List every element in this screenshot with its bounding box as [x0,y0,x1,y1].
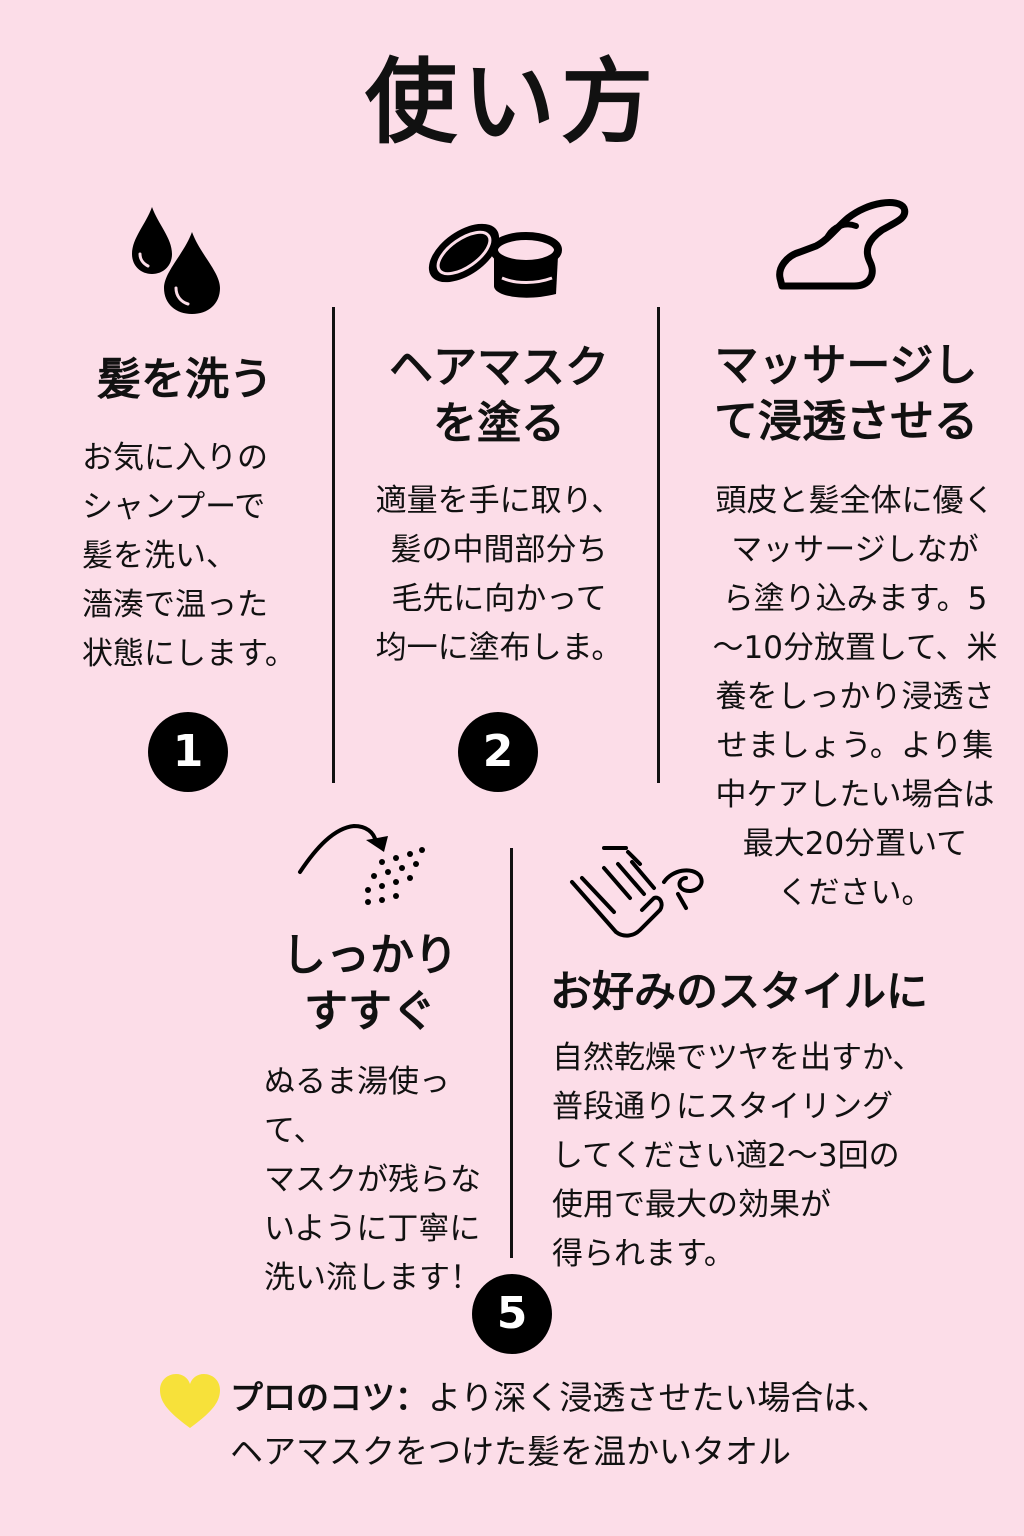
step-4-body-line: マスクが残らな [264,1162,481,1198]
step-3-body-line: ら塗り込みます。5 [722,581,988,617]
step-1-body-line: お気に入りの [82,440,268,476]
yellow-heart-icon [158,1372,222,1430]
step-1-number-badge: 1 [148,712,228,792]
massage-hand-icon [772,196,912,300]
step-3-body-line: せましょう。より集 [716,728,994,764]
step-1-body: お気に入りの シャンプーで 髪を洗い、 濇湊で温った 状態にします。 [82,434,322,679]
step-1-heading-line: 髪を洗う [97,354,273,405]
step-2-number-badge: 2 [458,712,538,792]
divider [510,848,513,1258]
step-4-body-line: いように丁寧に [264,1211,481,1247]
step-1-body-line: 髪を洗い、 [82,538,237,574]
step-4-heading: しっかり すすぐ [260,928,480,1040]
step-5-body-line: 普段通りにスタイリング [552,1089,893,1125]
step-4-body-line: 洗い流します！ [264,1260,481,1296]
step-4-heading-line: しっかり [282,930,458,981]
tip-line-2: ヘアマスクをつけた髪を温かいタオル [230,1432,791,1471]
step-5-heading-line: お好みのスタイルに [550,967,929,1016]
step-1-body-line: 状態にします。 [82,636,296,672]
step-2-body-line: 髪の中間部分ち [390,532,608,568]
step-2-body-line: 毛先に向かって [391,581,607,617]
step-3-heading: マッサージし て浸透させる [690,338,1002,450]
step-2-body-line: 適量を手に取り、 [375,483,623,519]
hand-styling-icon [568,838,718,942]
step-3-body-line: 養をしっかり浸透さ [715,679,995,715]
step-5-body-line: 使用で最大の効果が [552,1187,831,1223]
step-2-heading: ヘアマスク を塗る [352,340,646,452]
step-2-body: 適量を手に取り、 髪の中間部分ち 毛先に向かって 均一に塗布しま。 [352,477,646,673]
step-2-heading-line: を塗る [433,398,565,449]
step-5-body: 自然乾燥でツヤを出すか、 普段通りにスタイリング してください適2〜3回の 使用… [552,1034,1002,1279]
divider [657,307,660,783]
step-1-heading: 髪を洗う [60,352,310,408]
step-3-body: 頭皮と髪全体に優く マッサージしなが ら塗り込みます。5 〜10分放置して、米 … [696,477,1014,918]
page-title: 使い方 [364,49,659,156]
water-drops-icon [128,202,228,317]
step-1-body-line: シャンプーで [82,489,266,525]
step-2-heading-line: ヘアマスク [389,342,609,393]
step-3-body-line: マッサージしなが [731,532,979,568]
tip-text: より深く浸透させたい場合は、 [428,1378,890,1417]
step-4-heading-line: すすぐ [304,986,436,1037]
tip-label: プロのコツ： [230,1378,428,1417]
step-3-body-line: 中ケアしたい場合は [715,777,995,813]
step-4-body: ぬるま湯使って、 マスクが残らな いように丁寧に 洗い流します！ [264,1058,504,1303]
step-5-body-line: 自然乾燥でツヤを出すか、 [552,1040,924,1076]
divider [332,307,335,783]
step-5-body-line: 得られます。 [552,1236,735,1272]
step-5-number-badge: 5 [472,1274,552,1354]
step-2-body-line: 均一に塗布しま。 [375,630,623,666]
step-3-body-line: 最大20分置いて [742,826,968,862]
step-3-body-line: ください。 [777,875,933,911]
hair-mask-jar-icon [424,208,564,304]
tip-line-1: プロのコツ：より深く浸透させたい場合は、 [230,1370,1010,1426]
step-3-heading-line: マッサージし [714,340,978,391]
step-3-body-line: 〜10分放置して、米 [712,630,998,666]
step-5-heading: お好みのスタイルに [550,964,950,1020]
step-3-body-line: 頭皮と髪全体に優く [715,483,995,519]
step-3-heading-line: て浸透させる [714,396,978,447]
step-4-body-line: ぬるま湯使って、 [264,1064,450,1149]
step-1-body-line: 濇湊で温った [82,587,268,623]
step-5-body-line: してください適2〜3回の [552,1138,900,1174]
shower-icon [296,818,432,908]
